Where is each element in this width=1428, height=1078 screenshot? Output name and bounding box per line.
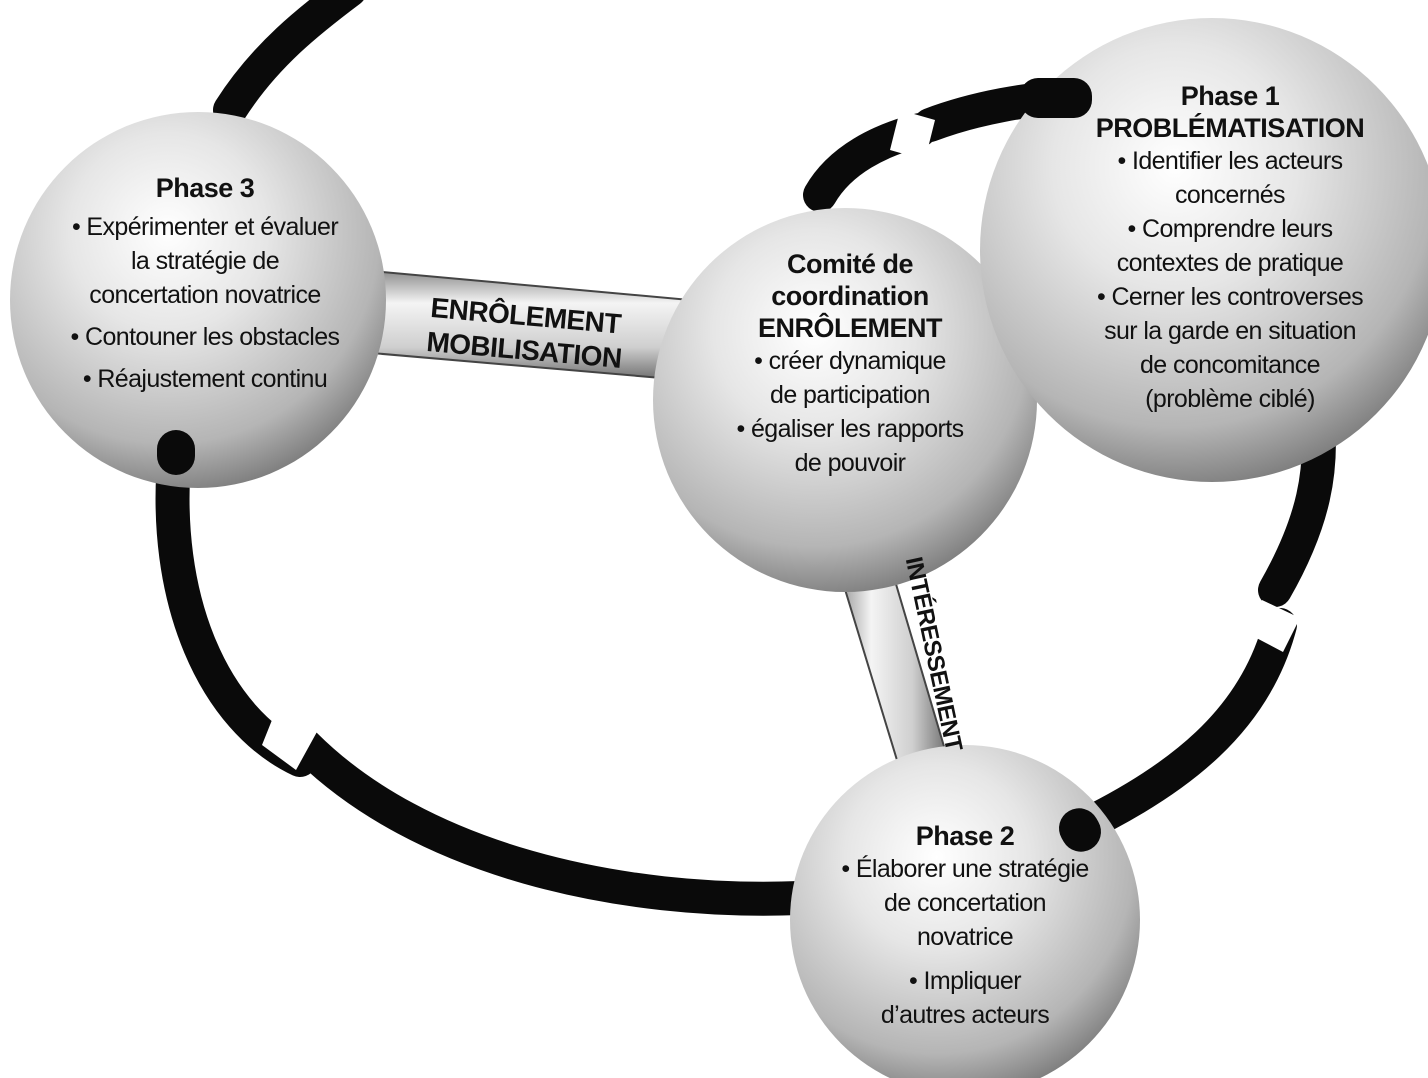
phase3-text: Phase 3 • Expérimenter et évaluer la str… [40, 172, 370, 396]
center-text: Comité de coordination ENRÔLEMENT • crée… [700, 248, 1000, 480]
phase2-title: Phase 2 [915, 821, 1015, 851]
phase1-line-8: (problème ciblé) [1145, 385, 1315, 413]
phase3-line-1: • Expérimenter et évaluer [71, 213, 339, 241]
phase1-title: Phase 1 [1180, 81, 1280, 111]
phase1-subtitle: PROBLÉMATISATION [1095, 113, 1365, 143]
arrow-head-phase3-bottom [157, 430, 195, 475]
phase1-line-5: • Cerner les controverses [1096, 283, 1364, 311]
center-line-4: de pouvoir [794, 449, 906, 477]
phase1-line-6: sur la garde en situation [1104, 317, 1356, 345]
center-title-1: Comité de [786, 249, 914, 279]
phase3-line-4: • Contouner les obstacles [70, 323, 341, 351]
sphere-phase1 [980, 18, 1428, 482]
phase1-line-4: contextes de pratique [1116, 249, 1344, 277]
center-title-2: coordination [771, 281, 929, 311]
phase2-line-1: • Élaborer une stratégie [841, 855, 1089, 883]
arrow-notches [262, 110, 1300, 770]
phase1-line-3: • Comprendre leurs [1127, 215, 1334, 243]
arrow-bottom-to-phase2 [288, 728, 817, 916]
phase2-line-2: de concertation [884, 889, 1047, 917]
phase2-line-5: • Impliquer [909, 967, 1022, 995]
center-line-1: • créer dynamique [754, 347, 946, 375]
phase2-text: Phase 2 • Élaborer une stratégie de conc… [815, 820, 1115, 1032]
arrow-phase3-top [213, 0, 364, 127]
phase3-line-2: la stratégie de [130, 247, 280, 275]
arrow-phase2-to-phase1-lower [1058, 608, 1297, 847]
center-line-3: • égaliser les rapports [736, 415, 964, 443]
phase2-line-3: novatrice [916, 923, 1014, 951]
phase1-line-1: • Identifier les acteurs [1117, 147, 1343, 175]
phase1-line-7: de concomitance [1139, 351, 1321, 379]
phase3-line-5: • Réajustement continu [82, 365, 328, 393]
sphere-phase2 [790, 745, 1140, 1078]
phase1-text: Phase 1 PROBLÉMATISATION • Identifier le… [1060, 80, 1400, 416]
arrow-head-phase2 [1059, 808, 1101, 852]
spheres [10, 18, 1428, 1078]
phase2-line-6: d’autres acteurs [880, 1001, 1050, 1029]
phase2-gap [815, 954, 1115, 964]
phase1-line-2: concernés [1175, 181, 1286, 209]
center-title-3: ENRÔLEMENT [758, 313, 943, 343]
sphere-phase3 [10, 112, 386, 488]
arrow-head-phase1-top [1020, 78, 1092, 118]
center-line-2: de participation [770, 381, 931, 409]
arrow-heads [157, 78, 1101, 852]
sphere-center [653, 208, 1037, 592]
phase3-line-3: concertation novatrice [89, 281, 321, 309]
phase3-title: Phase 3 [155, 173, 255, 203]
cycle-arrows [155, 0, 1336, 916]
